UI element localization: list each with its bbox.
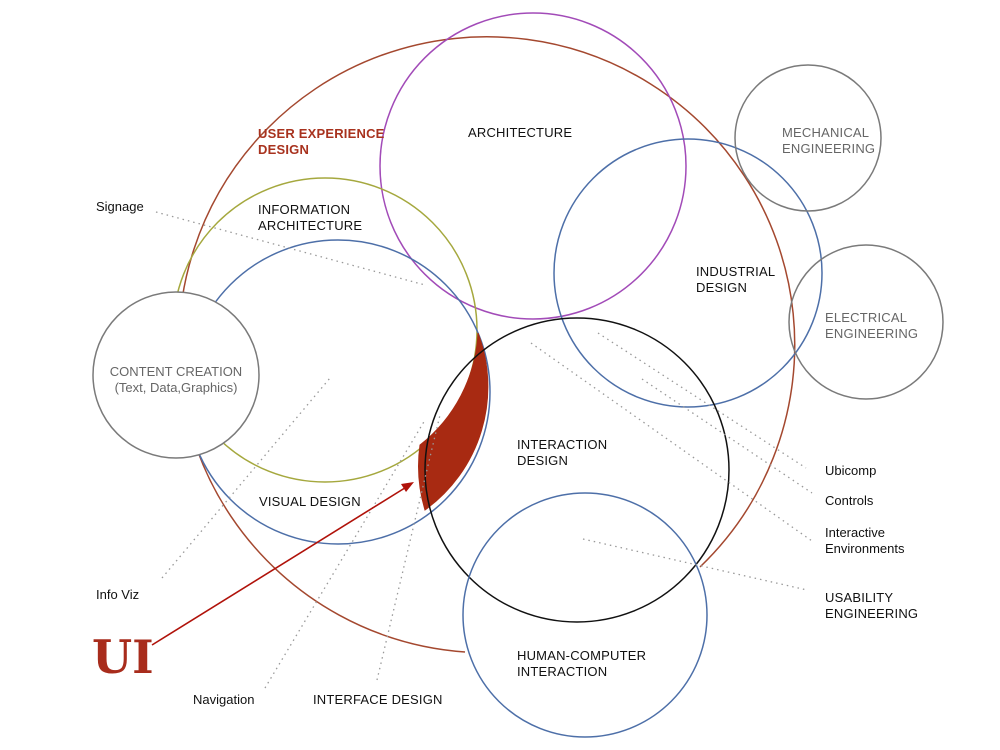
navigation-leader bbox=[264, 419, 426, 689]
content-creation-label: CONTENT CREATION(Text, Data,Graphics) bbox=[96, 364, 256, 396]
interactive-env-line2: Environments bbox=[825, 541, 905, 556]
interaction-design-circle bbox=[424, 317, 730, 623]
usability-line2: ENGINEERING bbox=[825, 606, 919, 621]
industrial-line1: INDUSTRIAL bbox=[696, 264, 776, 279]
interactive-env-leader bbox=[530, 342, 813, 542]
industrial-line2: DESIGN bbox=[696, 280, 748, 295]
ux-label-line1: USER EXPERIENCE bbox=[258, 126, 385, 141]
interactive-env-line1: Interactive bbox=[825, 525, 885, 540]
ixd-line2: DESIGN bbox=[517, 453, 569, 468]
mechanical-engineering-circle bbox=[734, 64, 882, 212]
navigation-label: Navigation bbox=[193, 692, 255, 707]
ui-label: UI bbox=[92, 630, 154, 684]
usability-line1: USABILITY bbox=[825, 590, 894, 605]
interface-design-leader bbox=[376, 414, 441, 681]
controls-leader bbox=[641, 378, 813, 494]
electrical-line2: ENGINEERING bbox=[825, 326, 919, 341]
interface-design-label: INTERFACE DESIGN bbox=[313, 692, 443, 707]
ia-line1: INFORMATION bbox=[258, 202, 351, 217]
content-creation-circle bbox=[92, 291, 260, 459]
ux-circle bbox=[178, 36, 796, 653]
info-viz-label: Info Viz bbox=[96, 587, 140, 602]
hci-circle bbox=[462, 492, 708, 738]
electrical-engineering-circle bbox=[788, 244, 944, 400]
ixd-line1: INTERACTION bbox=[517, 437, 608, 452]
ui-arrow-line bbox=[151, 485, 409, 646]
usability-leader bbox=[582, 538, 808, 591]
ubicomp-label: Ubicomp bbox=[825, 463, 877, 478]
signage-leader bbox=[155, 211, 426, 286]
content-creation-line1: CONTENT CREATION bbox=[109, 364, 243, 379]
hci-line1: HUMAN-COMPUTER bbox=[517, 648, 647, 663]
hci-line2: INTERACTION bbox=[517, 664, 608, 679]
mechanical-line2: ENGINEERING bbox=[782, 141, 876, 156]
industrial-design-circle bbox=[553, 138, 823, 408]
controls-label: Controls bbox=[825, 493, 874, 508]
ia-line2: ARCHITECTURE bbox=[258, 218, 363, 233]
signage-label: Signage bbox=[96, 199, 144, 214]
architecture-label: ARCHITECTURE bbox=[468, 125, 573, 140]
content-creation-line2: (Text, Data,Graphics) bbox=[114, 380, 238, 395]
electrical-line1: ELECTRICAL bbox=[825, 310, 908, 325]
architecture-circle bbox=[379, 12, 687, 320]
mechanical-line1: MECHANICAL bbox=[782, 125, 870, 140]
ui-arrow-head bbox=[401, 482, 414, 492]
ubicomp-leader bbox=[597, 332, 807, 469]
ux-label-line2: DESIGN bbox=[258, 142, 310, 157]
ui-highlight-region bbox=[418, 332, 489, 511]
visual-design-label: VISUAL DESIGN bbox=[259, 494, 361, 509]
